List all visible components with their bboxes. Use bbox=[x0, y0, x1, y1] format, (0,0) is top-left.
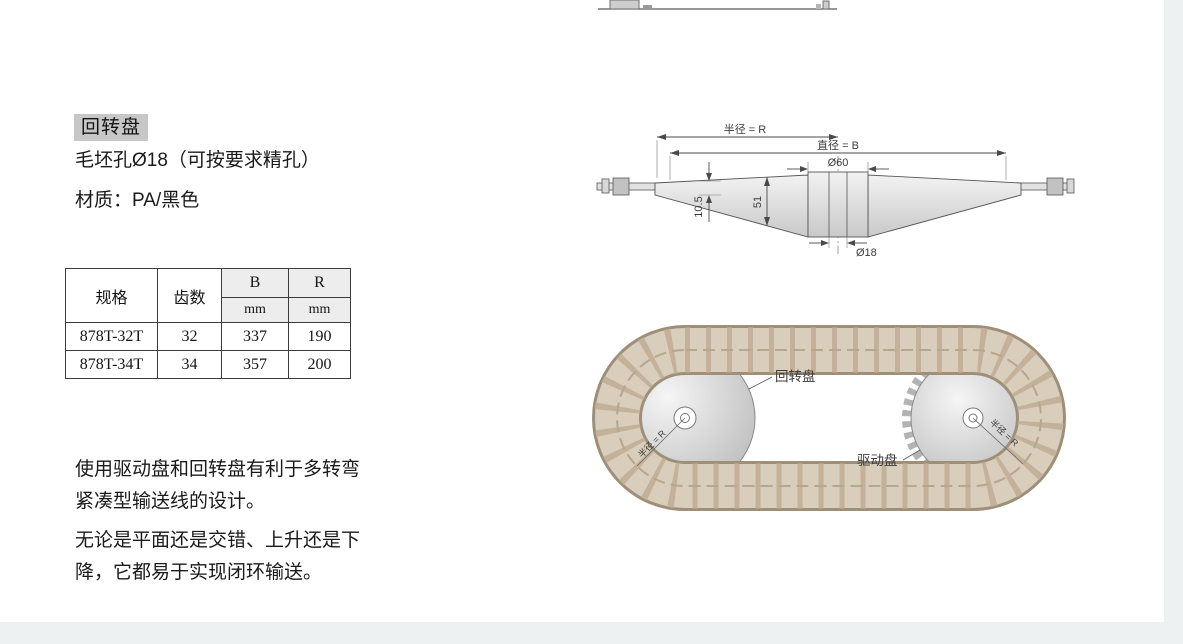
cell-b: 357 bbox=[221, 350, 289, 379]
description-line: 使用驱动盘和回转盘有利于多转弯 bbox=[75, 459, 361, 480]
description-block: 使用驱动盘和回转盘有利于多转弯 紧凑型输送线的设计。 无论是平面还是交错、上升还… bbox=[75, 454, 465, 589]
col-header-teeth: 齿数 bbox=[157, 268, 222, 323]
idler-label-leader bbox=[748, 376, 773, 390]
dim-rim: 10.5 bbox=[693, 162, 721, 222]
drive-label-leader bbox=[902, 449, 921, 461]
hub bbox=[807, 171, 869, 238]
cell-spec: 878T-34T bbox=[65, 350, 158, 379]
cell-teeth: 34 bbox=[157, 350, 222, 379]
spec-table: 规格 齿数 B R mm mm 878T-32T 32 337 190 878T… bbox=[65, 268, 351, 379]
dim-hub: Ø60 bbox=[787, 157, 889, 172]
section-title-badge: 回转盘 bbox=[74, 114, 149, 141]
description-line: 无论是平面还是交错、上升还是下 bbox=[75, 530, 361, 551]
cropped-tick-2 bbox=[822, 0, 830, 10]
disc-body bbox=[654, 171, 1022, 238]
dim-diameter-label: 直径 = B bbox=[817, 138, 859, 152]
dim-hub-label: Ø60 bbox=[828, 157, 849, 169]
description-paragraph: 无论是平面还是交错、上升还是下 降，它都易于实现闭环输送。 bbox=[75, 525, 465, 589]
dim-rim-label: 10.5 bbox=[693, 196, 705, 217]
description-line: 降，它都易于实现闭环输送。 bbox=[75, 562, 323, 583]
cell-r: 190 bbox=[288, 322, 351, 351]
rim-assembly-left bbox=[596, 177, 656, 196]
conveyor-loop-drawing: 半径 = R 半径 = R 回转盘 驱动盘 bbox=[592, 325, 1066, 511]
cropped-tick-1 bbox=[816, 4, 821, 9]
cell-spec: 878T-32T bbox=[65, 322, 158, 351]
dim-bore: Ø18 bbox=[809, 237, 877, 259]
page-margin-bottom bbox=[0, 622, 1183, 644]
material-note: 材质：PA/黑色 bbox=[75, 190, 200, 211]
dim-height: 51 bbox=[752, 177, 770, 226]
description-line: 紧凑型输送线的设计。 bbox=[75, 491, 266, 512]
dim-bore-label: Ø18 bbox=[856, 247, 877, 259]
cropped-block bbox=[609, 0, 640, 10]
idler-label: 回转盘 bbox=[775, 368, 816, 384]
chain-band bbox=[592, 325, 1066, 511]
col-header-spec: 规格 bbox=[65, 268, 158, 323]
col-unit-b: mm bbox=[221, 297, 289, 323]
col-unit-r: mm bbox=[288, 297, 351, 323]
dim-radius-label: 半径 = R bbox=[724, 122, 767, 136]
description-paragraph: 使用驱动盘和回转盘有利于多转弯 紧凑型输送线的设计。 bbox=[75, 454, 465, 518]
cell-b: 337 bbox=[221, 322, 289, 351]
cross-section-drawing: 半径 = R 直径 = B Ø60 bbox=[596, 122, 1075, 259]
bore-note: 毛坯孔Ø18（可按要求精孔） bbox=[75, 150, 320, 171]
cropped-figure-edge bbox=[598, 0, 837, 10]
col-header-r: R bbox=[288, 268, 351, 298]
cell-r: 200 bbox=[288, 350, 351, 379]
cell-teeth: 32 bbox=[157, 322, 222, 351]
col-header-b: B bbox=[221, 268, 289, 298]
dim-radius: 半径 = R bbox=[656, 122, 838, 178]
dim-height-label: 51 bbox=[752, 196, 764, 208]
dim-diameter: 直径 = B bbox=[669, 138, 1007, 180]
drive-label: 驱动盘 bbox=[857, 452, 898, 468]
page-margin-right bbox=[1164, 0, 1183, 644]
table-row: 878T-32T 32 337 190 bbox=[65, 322, 351, 351]
table-row: 878T-34T 34 357 200 bbox=[65, 350, 351, 379]
cropped-small-block bbox=[643, 5, 652, 9]
rim-assembly-right bbox=[1014, 177, 1075, 196]
